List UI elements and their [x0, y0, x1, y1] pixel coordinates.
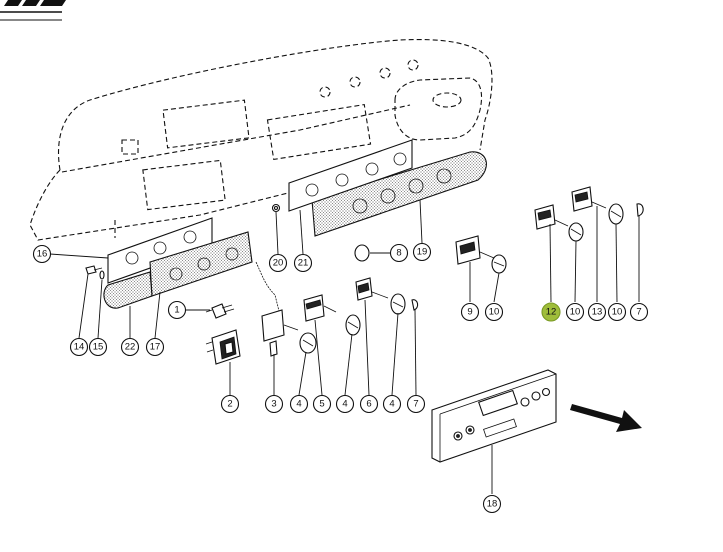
- svg-text:4: 4: [389, 399, 394, 410]
- direction-arrow: [570, 404, 642, 432]
- vehicle-body-outline: [29, 39, 493, 241]
- svg-text:1: 1: [174, 305, 179, 316]
- callout-16: 16: [32, 244, 52, 264]
- right-panel-assembly: [288, 139, 487, 237]
- callout-15: 15: [88, 337, 108, 357]
- svg-text:9: 9: [467, 307, 472, 318]
- callout-19: 19: [412, 242, 432, 262]
- svg-text:15: 15: [93, 342, 104, 353]
- svg-text:2: 2: [227, 399, 232, 410]
- svg-text:12: 12: [546, 307, 557, 318]
- svg-text:20: 20: [273, 258, 284, 269]
- callout-1: 1: [167, 300, 187, 320]
- left-panel-assembly: [103, 217, 253, 309]
- switch-5: [303, 294, 361, 336]
- svg-text:14: 14: [74, 342, 85, 353]
- callout-5: 5: [312, 394, 332, 414]
- svg-text:8: 8: [396, 248, 401, 259]
- callout-10-a: 10: [484, 302, 504, 322]
- callout-13: 13: [587, 302, 607, 322]
- small-parts-8-20: [271, 203, 370, 262]
- header-logo-fragment: [0, 0, 66, 21]
- switch-12: [534, 204, 584, 242]
- svg-text:19: 19: [417, 247, 428, 258]
- switch-9: [455, 235, 507, 274]
- rocker-switch-2: [205, 329, 241, 365]
- svg-text:16: 16: [37, 249, 48, 260]
- callout-6: 6: [359, 394, 379, 414]
- svg-text:21: 21: [298, 258, 309, 269]
- svg-text:5: 5: [319, 399, 324, 410]
- svg-text:6: 6: [366, 399, 371, 410]
- switch-6: [355, 277, 419, 315]
- svg-text:7: 7: [636, 307, 641, 318]
- svg-text:7: 7: [413, 399, 418, 410]
- callout-8: 8: [389, 243, 409, 263]
- svg-text:10: 10: [489, 307, 500, 318]
- callout-22: 22: [120, 337, 140, 357]
- svg-text:18: 18: [487, 499, 498, 510]
- svg-text:4: 4: [296, 399, 301, 410]
- callout-21: 21: [293, 253, 313, 273]
- callout-17: 17: [145, 337, 165, 357]
- callout-2: 2: [220, 394, 240, 414]
- callout-10-c: 10: [607, 302, 627, 322]
- control-panel-18: [431, 369, 557, 463]
- callout-14: 14: [69, 337, 89, 357]
- svg-text:10: 10: [570, 307, 581, 318]
- leader-lines: [49, 199, 640, 494]
- callout-12-highlighted: 12: [541, 302, 561, 322]
- connector-plug-1: [205, 303, 235, 319]
- svg-text:17: 17: [150, 342, 161, 353]
- callout-9: 9: [460, 302, 480, 322]
- callout-7-a: 7: [629, 302, 649, 322]
- switch-13: [571, 186, 644, 225]
- svg-text:3: 3: [271, 399, 276, 410]
- callout-4-c: 4: [382, 394, 402, 414]
- callout-4-b: 4: [335, 394, 355, 414]
- callout-10-b: 10: [565, 302, 585, 322]
- cable-and-switch-3: [255, 261, 317, 357]
- svg-text:10: 10: [612, 307, 623, 318]
- callout-3: 3: [264, 394, 284, 414]
- callout-18: 18: [482, 494, 502, 514]
- svg-text:13: 13: [592, 307, 603, 318]
- screw-parts: [85, 265, 105, 280]
- callout-7-b: 7: [406, 394, 426, 414]
- svg-text:22: 22: [125, 342, 136, 353]
- callout-20: 20: [268, 253, 288, 273]
- svg-text:4: 4: [342, 399, 347, 410]
- callout-4-a: 4: [289, 394, 309, 414]
